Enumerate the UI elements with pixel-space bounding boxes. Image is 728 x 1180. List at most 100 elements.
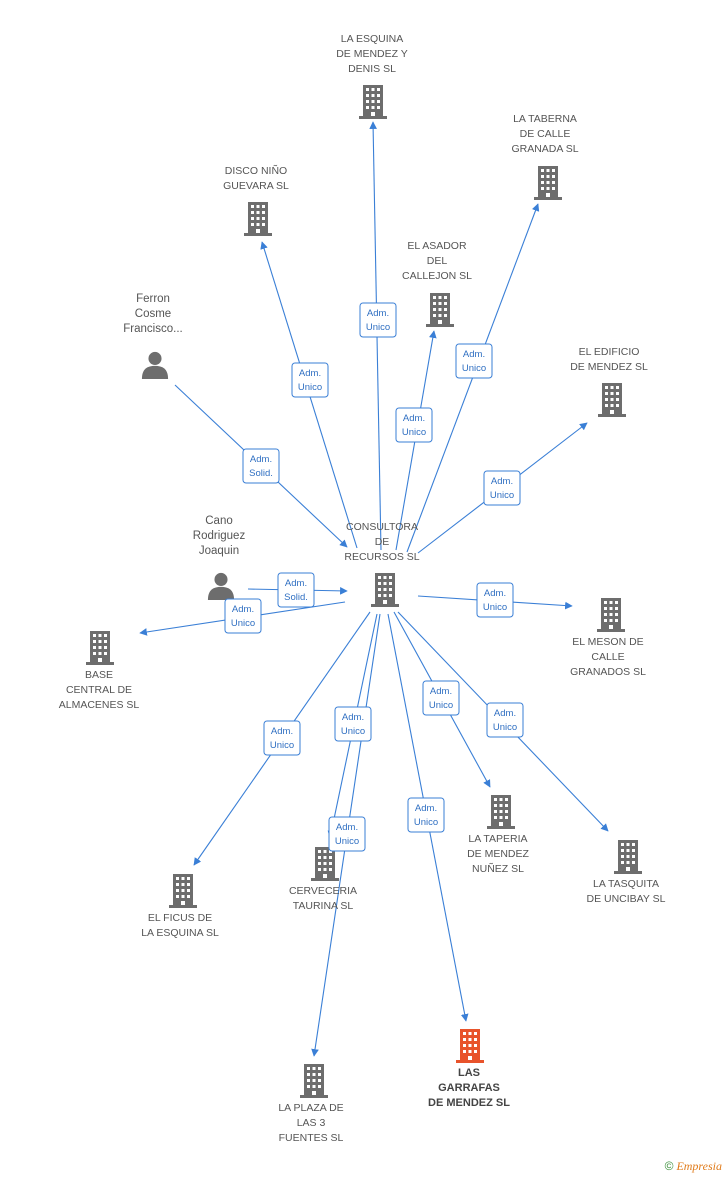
node-plaza[interactable]: LA PLAZA DE LAS 3 FUENTES SL [278,1064,344,1144]
building-icon [426,293,454,327]
e-ferron-label[interactable]: Adm.Solid. [242,448,280,484]
e-meson-label[interactable]: Adm.Unico [476,582,514,618]
node-label-line: RECURSOS SL [344,551,419,563]
node-label-line: Cosme [135,308,171,320]
node-label-line: Ferron [136,293,170,305]
relation-box [486,702,524,738]
e-tasquita-label[interactable]: Adm.Unico [486,702,524,738]
e-cano-label[interactable]: Adm.Solid. [277,572,315,608]
node-edificio[interactable]: EL EDIFICIO DE MENDEZ SL [570,346,648,417]
node-label-line: LA TABERNA [513,113,577,125]
e-disco-label[interactable]: Adm.Unico [291,362,329,398]
node-label-line: DE MENDEZ [467,848,529,860]
relation-label-text: Unico [366,322,390,333]
relation-box [407,797,445,833]
node-asador[interactable]: EL ASADOR DEL CALLEJON SL [402,240,472,327]
building-icon [371,573,399,607]
node-label-line: DE UNCIBAY SL [587,893,666,905]
relation-box [277,572,315,608]
node-label-line: DE MENDEZ SL [570,361,648,373]
node-label-line: GARRAFAS [438,1082,500,1094]
relation-label-text: Unico [462,363,486,374]
node-label-line: DENIS SL [348,63,396,75]
e-taberna-label[interactable]: Adm.Unico [455,343,493,379]
relation-label-text: Adm. [430,686,452,697]
building-icon [614,840,642,874]
node-label-line: EL FICUS DE [148,912,212,924]
node-label-line: Francisco... [123,323,182,335]
node-label-line: CALLE [591,651,624,663]
relation-box [263,720,301,756]
relation-box [476,582,514,618]
node-label-line: FUENTES SL [279,1132,344,1144]
relation-label-text: Unico [429,700,453,711]
e-esquina-label[interactable]: Adm.Unico [359,302,397,338]
node-label-line: NUÑEZ SL [472,862,524,875]
building-icon [456,1029,484,1063]
relation-label-text: Solid. [249,468,273,479]
e-plaza-label[interactable]: Adm. Unico [328,816,366,852]
node-ferron[interactable]: FerronCosmeFrancisco... [123,293,183,379]
relation-label-text: Unico [493,722,517,733]
node-label-line: BASE [85,669,113,681]
node-label-line: EL ASADOR [407,240,467,252]
node-label-line: CALLEJON SL [402,270,472,282]
building-icon [86,631,114,665]
node-taberna[interactable]: LA TABERNA DE CALLE GRANADA SL [511,113,579,200]
relation-box [483,470,521,506]
building-icon [359,85,387,119]
node-label-line: LA ESQUINA [341,33,403,45]
e-taperia-label[interactable]: Adm. Unico [422,680,460,716]
node-label-line: LA PLAZA DE [278,1102,343,1114]
node-label-line: GRANADA SL [511,143,578,155]
node-cerveceria[interactable]: CERVECERIA TAURINA SL [289,847,357,912]
node-label-line: LA TAPERIA [468,833,527,845]
relation-label-text: Unico [341,726,365,737]
relation-box [395,407,433,443]
node-label-line: DEL [427,255,448,267]
relation-label-text: Unico [335,836,359,847]
relation-box [422,680,460,716]
node-label-line: EL EDIFICIO [579,346,640,358]
e-ficus-label[interactable]: Adm.Unico [263,720,301,756]
relation-label-text: Solid. [284,592,308,603]
e-edificio-label[interactable]: Adm.Unico [483,470,521,506]
relation-label-text: Adm. [403,413,425,424]
node-label-line: DE CALLE [520,128,571,140]
e-asador-label[interactable]: Adm.Unico [395,407,433,443]
person-icon [141,351,169,379]
node-label-line: Rodriguez [193,530,246,542]
node-label-line: TAURINA SL [293,900,354,912]
node-label-line: GUEVARA SL [223,180,289,192]
node-label-line: LAS 3 [297,1117,326,1129]
relation-label-text: Unico [298,382,322,393]
relation-label-text: Adm. [484,588,506,599]
relation-label-text: Adm. [232,604,254,615]
building-icon [487,795,515,829]
footer-brand[interactable]: ©Empresia [665,1159,722,1174]
relation-box [242,448,280,484]
e-garrafas-label[interactable]: Adm.Unico [407,797,445,833]
relation-box [328,816,366,852]
relation-box [334,706,372,742]
relation-label-text: Adm. [491,476,513,487]
e-base-label[interactable]: Adm.Unico [224,598,262,634]
relation-labels-layer: Adm.UnicoAdm.UnicoAdm.UnicoAdm.UnicoAdm.… [224,302,524,852]
building-icon [598,383,626,417]
e-cerveceria-label[interactable]: Adm. Unico [334,706,372,742]
node-label-line: EL MESON DE [572,636,643,648]
node-taperia[interactable]: LA TAPERIA DE MENDEZ NUÑEZ SL [467,795,530,875]
relation-label-text: Adm. [342,712,364,723]
node-label-line: CERVECERIA [289,885,357,897]
relation-label-text: Adm. [336,822,358,833]
